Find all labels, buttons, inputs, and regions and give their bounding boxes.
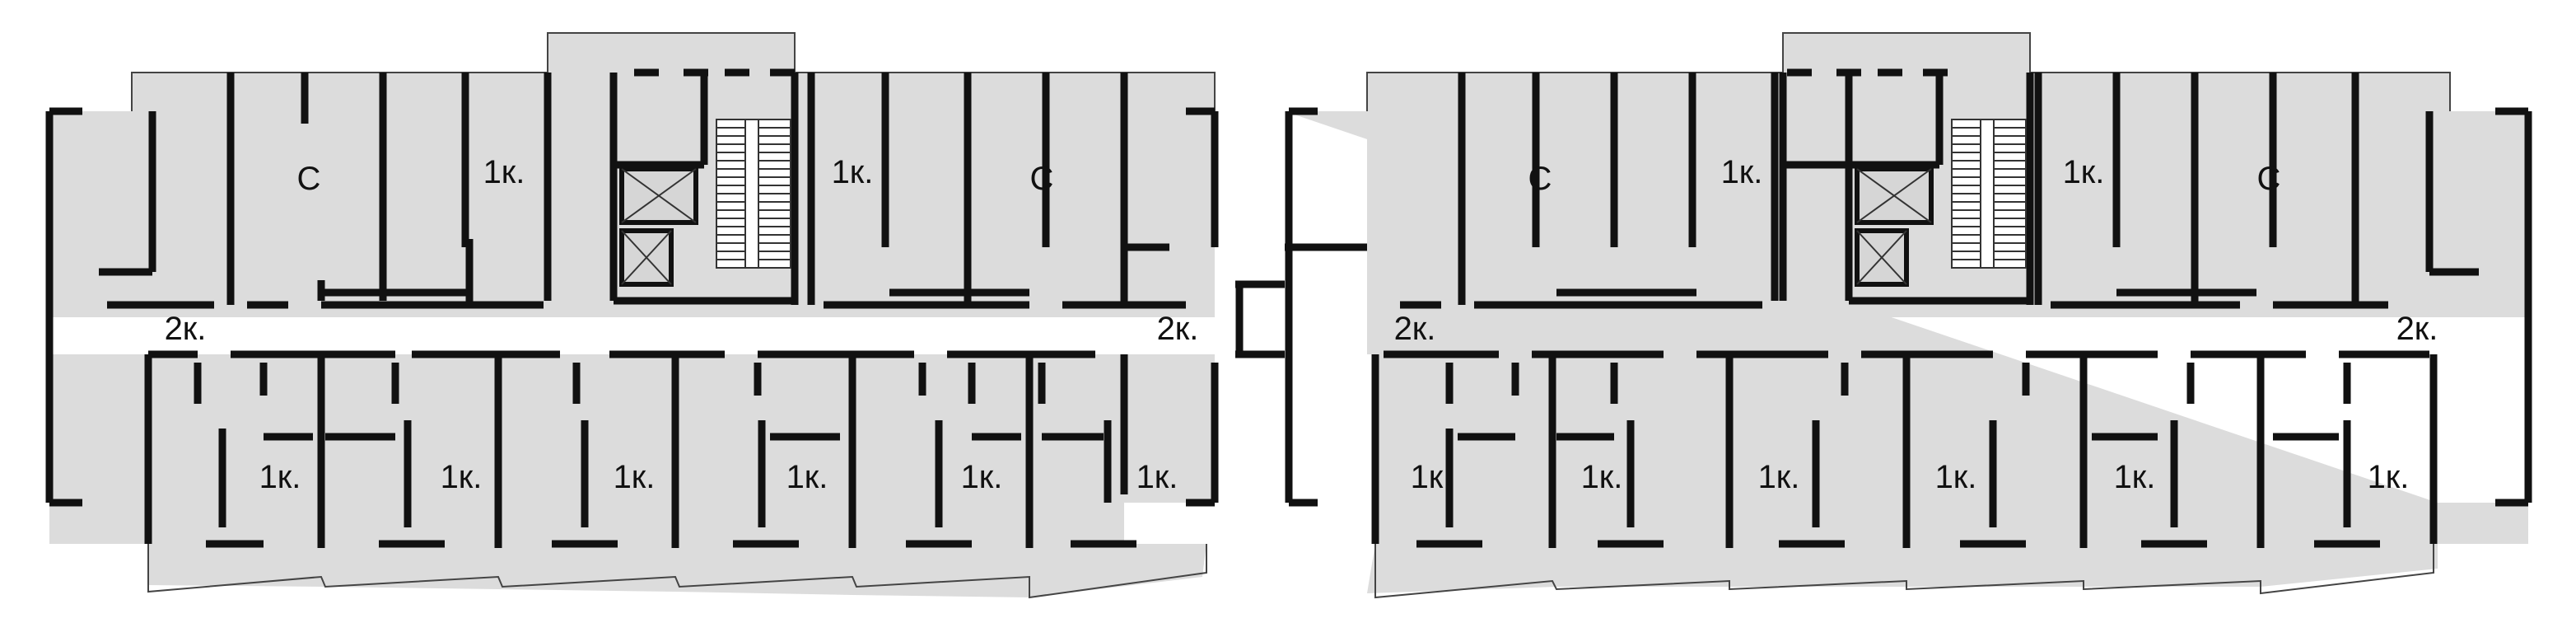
label-one-room: 1к. bbox=[2063, 154, 2105, 190]
left-outline-top bbox=[131, 32, 1216, 111]
label-two-room: 2к. bbox=[2396, 311, 2438, 347]
label-one-room: 1к. bbox=[961, 459, 1003, 495]
label-one-room: 1к. bbox=[1136, 459, 1178, 495]
right-lower-partitions bbox=[1371, 354, 2438, 548]
left-corridor-walls bbox=[107, 301, 1186, 358]
right-balcony-edge bbox=[1374, 544, 2434, 599]
label-two-room: 2к. bbox=[165, 311, 207, 347]
label-studio: С bbox=[1030, 161, 1054, 197]
label-studio: С bbox=[2257, 161, 2281, 197]
label-one-room: 1к. bbox=[483, 154, 525, 190]
left-lower-fill bbox=[49, 354, 1215, 597]
left-corridor bbox=[49, 317, 1215, 354]
label-one-room: 1к. bbox=[1721, 154, 1763, 190]
label-one-room: 1к. bbox=[1935, 459, 1977, 495]
left-core-walls bbox=[544, 68, 799, 305]
label-one-room: 1к. bbox=[1758, 459, 1800, 495]
label-one-room: 1к. bbox=[1581, 459, 1623, 495]
room-labels: С 1к. 2к. 1к. С 2к. 1к. 1к. 1к. 1к. 1к. … bbox=[165, 154, 2438, 495]
stair-treads bbox=[716, 127, 2026, 260]
label-one-room: 1к. bbox=[786, 459, 828, 495]
label-one-room: 1к. bbox=[2368, 459, 2410, 495]
label-one-room: 1к. bbox=[614, 459, 656, 495]
right-outline-top bbox=[1366, 32, 2451, 111]
left-upper-partitions bbox=[99, 73, 1169, 305]
label-one-room: 1к. bbox=[441, 459, 483, 495]
right-section bbox=[1235, 32, 2532, 599]
label-one-room: 1к. bbox=[259, 459, 301, 495]
left-section bbox=[45, 32, 1219, 599]
label-one-room: 1к. bbox=[1411, 459, 1453, 495]
label-studio: С bbox=[297, 161, 321, 197]
left-outer-walls bbox=[45, 107, 1219, 507]
label-one-room: 1к. bbox=[832, 154, 874, 190]
central-wall bbox=[1235, 111, 1293, 503]
left-lower-partitions bbox=[144, 354, 1136, 548]
right-corridor-walls bbox=[1384, 301, 2429, 358]
label-studio: С bbox=[1528, 161, 1552, 197]
label-two-room: 2к. bbox=[1394, 311, 1436, 347]
right-upper-partitions bbox=[1235, 73, 2479, 305]
right-core-walls bbox=[1779, 68, 2034, 305]
left-balcony-edge bbox=[147, 544, 1207, 599]
label-two-room: 2к. bbox=[1157, 311, 1199, 347]
label-one-room: 1к. bbox=[2114, 459, 2156, 495]
